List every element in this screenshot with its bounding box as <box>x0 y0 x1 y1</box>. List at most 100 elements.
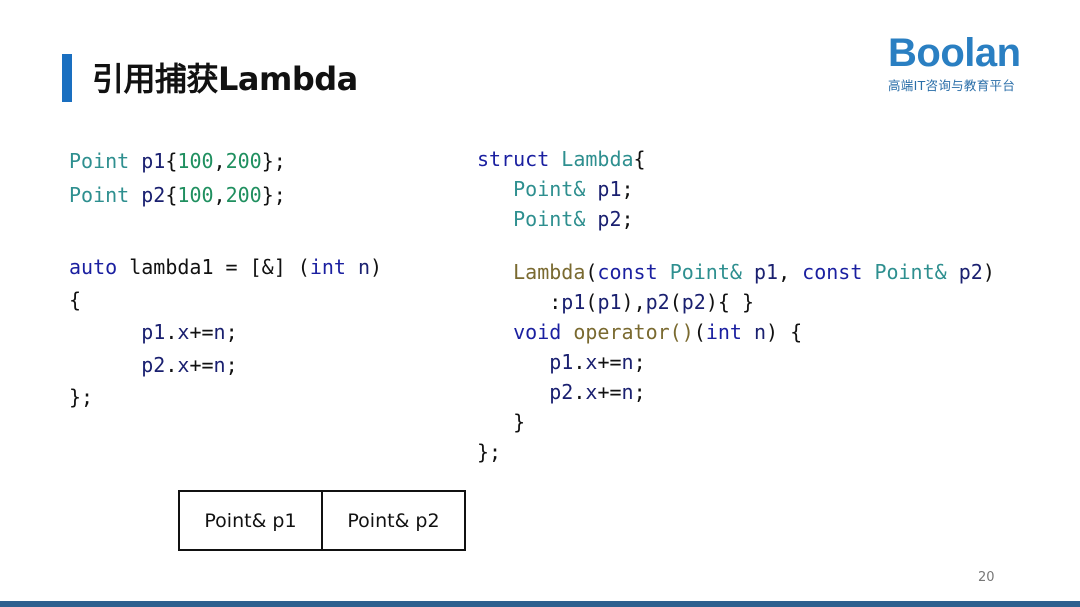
code-line: p1.x+=n; <box>69 316 382 349</box>
code-token: void <box>513 320 562 344</box>
code-token: }; <box>69 385 94 409</box>
code-token: int <box>705 320 742 344</box>
code-token: const <box>802 260 863 284</box>
slide-title: 引用捕获Lambda <box>92 60 358 98</box>
code-token: const <box>597 260 658 284</box>
code-token <box>947 260 959 284</box>
code-token: p1 <box>753 260 779 284</box>
code-token: n <box>213 352 226 377</box>
code-token: Point& <box>874 260 947 284</box>
code-token: += <box>597 380 622 404</box>
code-token: p1 <box>141 320 166 344</box>
code-token: p2 <box>645 290 670 314</box>
code-line: p2.x+=n; <box>69 349 382 382</box>
code-token: x <box>177 352 190 377</box>
code-block-lambda: auto lambda1 = [&] (int n){ p1.x+=n; p2.… <box>69 251 382 414</box>
code-token: ) <box>370 255 383 279</box>
code-token: }; <box>261 183 286 207</box>
code-line: struct Lambda{ <box>477 144 646 174</box>
code-line: } <box>477 407 995 437</box>
code-token: { <box>165 149 178 173</box>
code-line: }; <box>477 437 995 467</box>
code-token <box>129 149 141 173</box>
title-accent-bar <box>62 54 72 102</box>
code-token: ) { <box>766 320 803 344</box>
code-line: Point& p1; <box>477 174 646 204</box>
code-token: p1 <box>561 290 586 314</box>
code-token: Point <box>69 183 130 207</box>
code-token: ) <box>982 260 995 284</box>
code-token: ( <box>585 290 598 314</box>
memory-cell-p2: Point& p2 <box>321 492 464 549</box>
code-token: { <box>165 183 178 207</box>
code-token <box>742 320 754 344</box>
code-block-struct-methods: Lambda(const Point& p1, const Point& p2)… <box>477 257 995 467</box>
code-token <box>561 320 573 344</box>
code-token: p2 <box>958 260 983 284</box>
code-token <box>69 353 141 377</box>
logo-brand-name: Boolan <box>888 31 1021 75</box>
code-token: ), <box>621 290 646 314</box>
code-token: n <box>621 350 634 374</box>
code-token <box>477 320 513 344</box>
code-token: 100 <box>177 183 214 207</box>
code-token: ( <box>669 290 682 314</box>
code-token: Point& <box>513 207 586 231</box>
code-token: Lambda <box>513 260 586 284</box>
code-token <box>69 320 141 344</box>
code-token: ( <box>585 260 598 284</box>
code-token: x <box>585 350 598 374</box>
code-token <box>585 207 597 231</box>
code-token: p2 <box>597 207 622 231</box>
code-token: 100 <box>177 149 214 173</box>
code-token <box>477 350 549 374</box>
code-token: ; <box>225 320 238 344</box>
code-token: p1 <box>141 149 166 173</box>
code-token: int <box>309 255 346 279</box>
code-token <box>549 147 561 171</box>
code-token: p2 <box>141 352 166 377</box>
code-token: n <box>621 380 634 404</box>
code-token <box>862 260 874 284</box>
code-token: } <box>477 410 526 434</box>
code-token: auto <box>69 255 118 279</box>
memory-layout-diagram: Point& p1 Point& p2 <box>178 490 466 551</box>
code-token: Lambda <box>561 147 634 171</box>
code-token <box>585 177 597 201</box>
code-token: }; <box>261 149 286 173</box>
code-token: p1 <box>549 350 574 374</box>
code-token: p2 <box>549 380 574 404</box>
code-token: n <box>753 320 767 344</box>
code-token: x <box>585 380 598 404</box>
code-token: Point& <box>513 177 586 201</box>
code-token: ; <box>633 380 646 404</box>
bottom-accent-bar <box>0 601 1080 607</box>
code-token: += <box>597 350 622 374</box>
code-token: . <box>573 380 586 404</box>
code-token <box>129 183 141 207</box>
code-token: , <box>213 149 226 173</box>
code-line: p2.x+=n; <box>477 377 995 407</box>
code-line: :p1(p1),p2(p2){ } <box>477 287 995 317</box>
code-token: += <box>189 352 214 377</box>
code-token <box>477 380 549 404</box>
code-block-struct-members: struct Lambda{ Point& p1; Point& p2; <box>477 144 646 234</box>
code-token: ; <box>621 177 634 201</box>
code-token: ){ } <box>705 290 755 314</box>
code-token: { <box>633 147 646 171</box>
code-line: Point p1{100,200}; <box>69 144 286 178</box>
code-token: p1 <box>597 290 622 314</box>
code-token: , <box>778 260 803 284</box>
code-token: 200 <box>225 149 262 173</box>
code-token: ( <box>693 320 706 344</box>
code-line: Lambda(const Point& p1, const Point& p2) <box>477 257 995 287</box>
code-token: Point& <box>669 260 742 284</box>
code-token <box>477 207 513 231</box>
code-token: { <box>69 287 82 312</box>
code-token: n <box>358 255 371 279</box>
code-line: { <box>69 284 382 317</box>
page-number: 20 <box>978 570 995 585</box>
logo-tagline: 高端IT咨询与教育平台 <box>888 78 1016 93</box>
code-token: ; <box>621 207 634 231</box>
code-token: . <box>165 352 178 377</box>
